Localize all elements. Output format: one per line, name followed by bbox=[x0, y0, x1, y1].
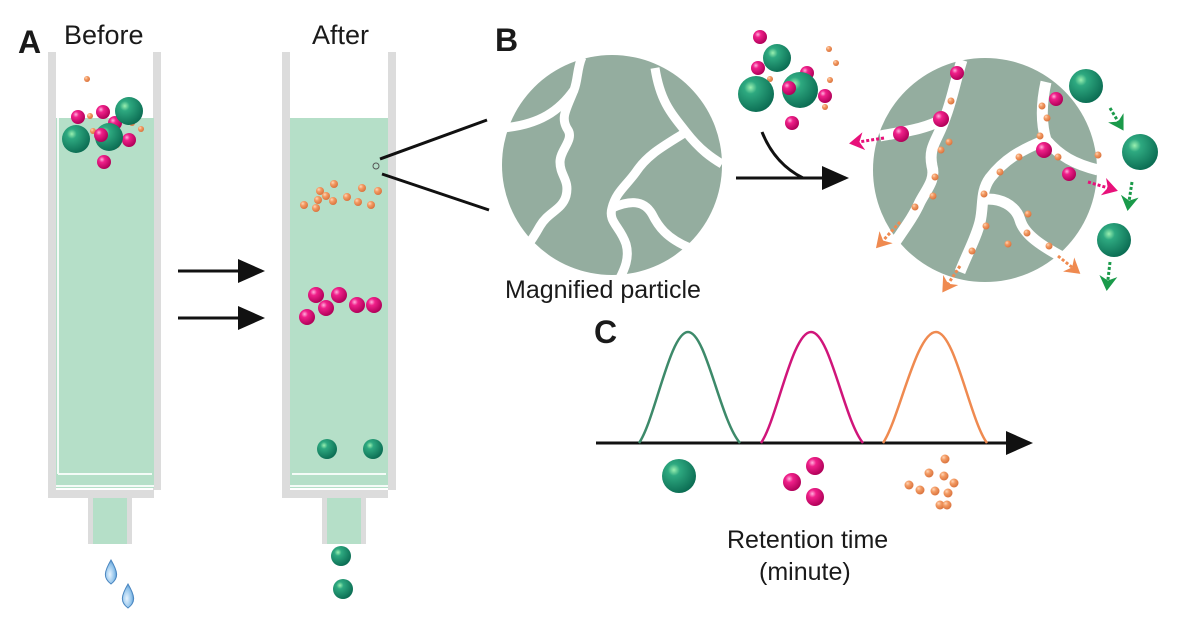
peak-large bbox=[637, 330, 741, 444]
water-drops bbox=[104, 559, 135, 609]
panel-label-b: B bbox=[495, 22, 519, 58]
legend-large-molecule bbox=[662, 459, 696, 493]
legend-small-molecule bbox=[904, 454, 959, 510]
peak-medium bbox=[759, 330, 864, 444]
after-title: After bbox=[312, 20, 370, 50]
x-axis-label: Retention time bbox=[727, 526, 889, 554]
before-title: Before bbox=[64, 20, 144, 50]
large-molecules-eluted bbox=[317, 439, 383, 599]
panel-label-c: C bbox=[594, 314, 618, 350]
medium-molecule-band bbox=[299, 287, 382, 325]
magnify-line-bottom bbox=[381, 172, 490, 212]
sample-mixture-before bbox=[62, 76, 144, 169]
peak-small bbox=[881, 330, 989, 444]
column-before bbox=[48, 52, 161, 544]
small-molecule-band bbox=[300, 180, 382, 212]
incoming-flow-curve bbox=[760, 131, 804, 180]
x-axis-unit: (minute) bbox=[759, 558, 851, 586]
chromatogram bbox=[596, 330, 1033, 455]
magnified-particle bbox=[501, 55, 725, 281]
panel-label-a: A bbox=[18, 24, 42, 60]
legend-medium-molecule bbox=[783, 457, 824, 506]
particle-caption: Magnified particle bbox=[505, 276, 701, 304]
sample-mixture-b bbox=[738, 30, 839, 130]
magnify-line-top bbox=[379, 118, 488, 161]
particle-separation bbox=[849, 58, 1158, 293]
